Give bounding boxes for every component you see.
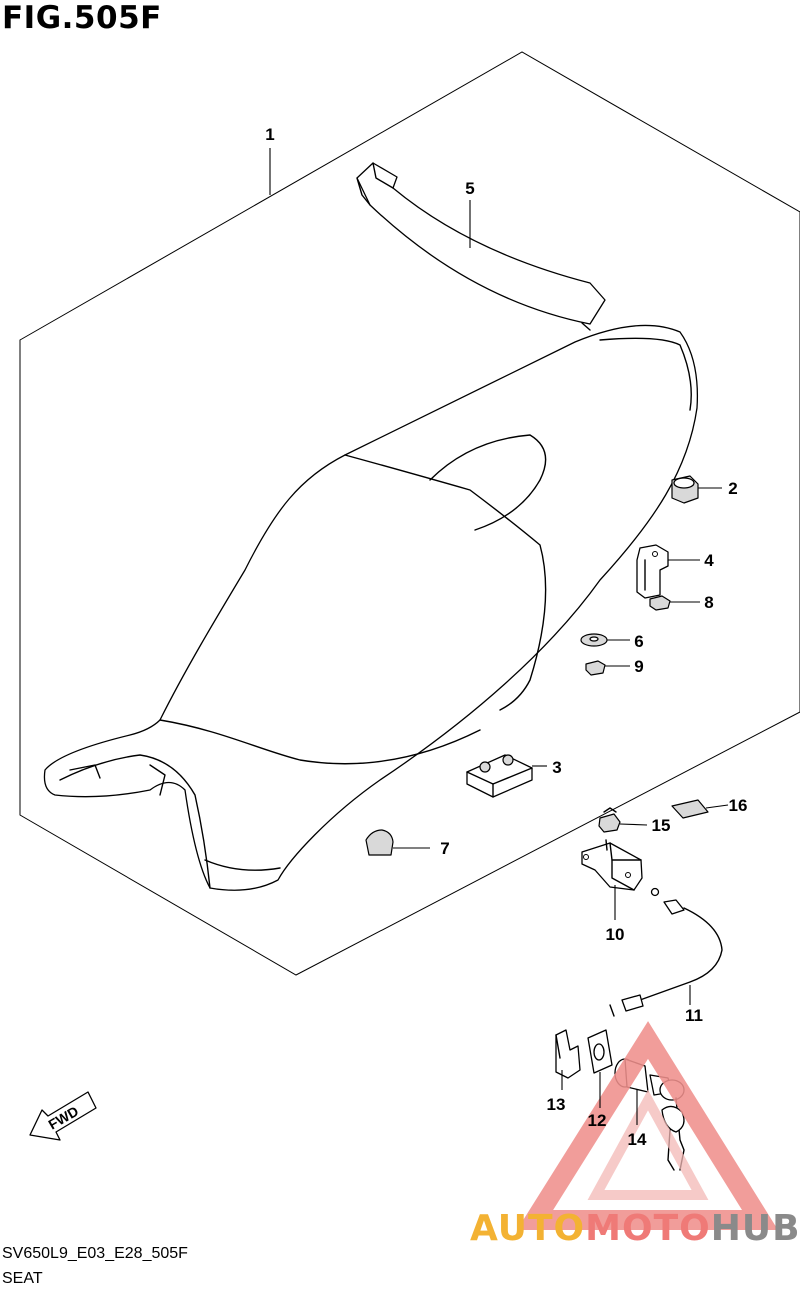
watermark-hub: HUB [710, 1208, 800, 1249]
callout-13: 13 [547, 1095, 566, 1114]
watermark-moto: MOTO [585, 1208, 711, 1249]
diagram-code: SV650L9_E03_E28_505F [2, 1245, 188, 1262]
cap-nut-part-2 [671, 475, 699, 504]
callout-3: 3 [552, 758, 561, 777]
callout-4: 4 [704, 551, 714, 570]
assembly-boundary [19, 51, 800, 976]
callout-6: 6 [634, 632, 643, 651]
callout-7: 7 [440, 839, 449, 858]
clip-part-13 [555, 1029, 581, 1079]
nut-part-9 [585, 660, 606, 676]
callout-2: 2 [728, 479, 737, 498]
diagram-name: SEAT [2, 1270, 43, 1287]
callout-12: 12 [588, 1111, 607, 1130]
cushion-part-7 [365, 829, 394, 856]
watermark-triangle-icon [516, 1021, 778, 1230]
lock-plate-part-12 [587, 1029, 613, 1074]
washer-part-6 [580, 633, 608, 647]
figure-title: FIG.505F [2, 0, 162, 36]
watermark-auto: AUTO [470, 1208, 586, 1249]
seat-strap-part-5 [356, 162, 606, 331]
watermark-text: AUTOMOTOHUB [470, 1208, 800, 1249]
bracket-part-4 [636, 544, 669, 599]
seat-part-1 [43, 324, 699, 891]
callout-1: 1 [265, 125, 274, 144]
callout-16: 16 [729, 796, 748, 815]
cushion-part-3 [466, 754, 533, 798]
callout-14: 14 [628, 1130, 647, 1149]
callout-15: 15 [652, 816, 671, 835]
callout-9: 9 [634, 657, 643, 676]
nut-part-8 [649, 595, 671, 611]
nut-part-15 [598, 807, 621, 833]
leader-lines [269, 148, 729, 1125]
label-part-16 [671, 799, 709, 819]
callout-5: 5 [465, 179, 474, 198]
lock-mechanism-part-10 [581, 839, 643, 891]
cable-part-11 [609, 887, 723, 1017]
fwd-arrow-icon: FWD [29, 1091, 97, 1141]
callout-10: 10 [606, 925, 625, 944]
callout-11: 11 [685, 1006, 703, 1025]
callout-8: 8 [704, 593, 713, 612]
